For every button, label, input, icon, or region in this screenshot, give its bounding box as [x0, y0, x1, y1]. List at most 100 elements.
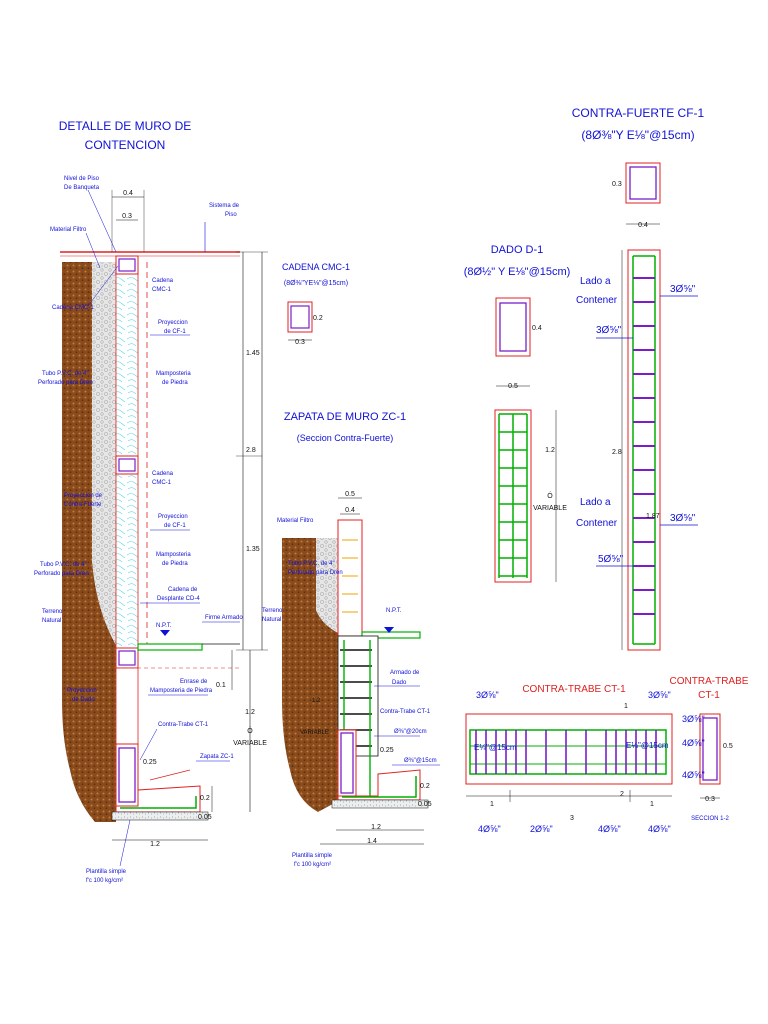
dado-dim-o: Ó — [547, 491, 553, 500]
cf-bar-3a: 3Ø⅝" — [670, 284, 696, 295]
lbl-cad-desp-2: Desplante CD-4 — [157, 596, 200, 602]
zapata-lbl-armado-1: Armado de — [390, 670, 420, 676]
ct-dim-1: 1 — [490, 801, 494, 808]
ct-b1: 4Ø⅝" — [478, 824, 501, 834]
zapata-lbl-tubo-1: Tubo P.V.C. de 4" — [288, 561, 335, 567]
zapata-lbl-tubo-2: Perforado para Dren — [288, 570, 343, 576]
cf-dim-0-4: 0.4 — [638, 222, 648, 229]
cf-contener-2: Contener — [576, 518, 618, 529]
dado-title: DADO D-1 — [491, 244, 544, 256]
cmc-title: CADENA CMC-1 — [282, 262, 350, 272]
cadena-cmc-section: CADENA CMC-1 (8Ø⅜"YE⅛"@15cm) 0.3 0.2 — [282, 262, 350, 346]
zapata-lbl-terreno-1: Terreno — [262, 608, 283, 614]
lbl-enrase-2: Mamposteria de Piedra — [150, 688, 213, 694]
dado-dim-0-4: 0.4 — [532, 325, 542, 332]
zapata-lbl-d12: 1.2 — [312, 698, 321, 704]
muro-title-line1: DETALLE DE MURO DE — [59, 119, 191, 133]
cf-bar-5: 5Ø⅝" — [598, 554, 624, 565]
dim-0-4: 0.4 — [123, 190, 133, 197]
lbl-tubo-2a: Tubo P.V.C. de 4" — [40, 562, 87, 568]
lbl-firme: Firme Armado — [205, 615, 243, 621]
lbl-cadena-cmc-left: Cadena CMC-1 — [52, 305, 94, 311]
lbl-proy-dado-1: Proyeccion — [67, 688, 97, 694]
dim-o: Ó — [247, 726, 253, 735]
zapata-subtitle: (Seccion Contra-Fuerte) — [297, 433, 394, 443]
lbl-proy-1: Proyeccion — [158, 320, 188, 326]
lbl-tubo-2b: Perforado para Dren — [34, 571, 89, 577]
sec-dim-0-3: 0.3 — [705, 796, 715, 803]
cf-dim-2-8: 2.8 — [612, 449, 622, 456]
dim-2-8: 2.8 — [246, 447, 256, 454]
zapata-lbl-estribo-20: Ø⅜"@20cm — [394, 729, 427, 735]
dim-variable: VARIABLE — [233, 740, 267, 747]
dim-0-1: 0.1 — [216, 682, 226, 689]
zapata-lbl-material-filtro: Material Filtro — [277, 518, 314, 524]
lbl-mamp-2: Mamposteria — [156, 552, 191, 558]
lbl-cadena-1: Cadena — [152, 278, 174, 284]
cf-subtitle: (8Ø⅜"Y E⅛"@15cm) — [581, 128, 694, 142]
lbl-tubo-1a: Tubo P.V.C. de 4" — [42, 371, 89, 377]
lbl-cmc-2: CMC-1 — [152, 480, 172, 486]
dado-subtitle: (8Ø½" Y E⅛"@15cm) — [464, 266, 571, 278]
lbl-proy-2: Proyeccion — [158, 514, 188, 520]
seccion-label: SECCION 1-2 — [691, 816, 729, 822]
lbl-cf-1: de CF-1 — [164, 329, 186, 335]
dim-0-3: 0.3 — [122, 213, 132, 220]
lbl-nivel-piso-1: Nivel de Piso — [64, 176, 100, 182]
zapata-dim-0-05: 0.05 — [418, 801, 432, 808]
lbl-proy-dado-2: de Dado — [72, 697, 95, 703]
lbl-nivel-piso-2: De Banqueta — [64, 185, 100, 191]
cf-dim-1-87: 1.87 — [646, 513, 660, 520]
cf-bar-3c: 3Ø⅝" — [670, 513, 696, 524]
zapata-lbl-variable: VARIABLE — [300, 730, 329, 736]
zapata-dim-0-4: 0.4 — [345, 507, 355, 514]
stone-masonry-wall — [116, 258, 138, 648]
sec-r2: 4Ø⅝" — [682, 738, 705, 748]
cf-lado-a-2: Lado a — [580, 497, 611, 508]
npt-marker-icon — [160, 630, 170, 636]
sec-r3: 4Ø⅝" — [682, 770, 705, 780]
cadena-cmc-top — [115, 255, 139, 275]
lbl-enrase-1: Enrase de — [180, 679, 208, 685]
zapata-lbl-plantilla-1: Plantilla simple — [292, 853, 333, 859]
dado-dim-1-2: 1.2 — [545, 447, 555, 454]
contra-trabe-cross-section: CONTRA-TRABE CT-1 3Ø⅝" 4Ø⅝" 4Ø⅝" 0.5 0.3… — [670, 676, 749, 822]
muro-title-line2: CONTENCION — [85, 138, 166, 152]
ct-title: CONTRA-TRABE CT-1 — [522, 684, 626, 695]
lbl-proy-cf-left-2: Contra-Fuerte — [64, 502, 102, 508]
zapata-lbl-terreno-2: Natural — [262, 617, 281, 623]
cmc-subtitle: (8Ø⅜"YE⅛"@15cm) — [284, 280, 348, 287]
zapata-lbl-ct1: Contra-Trabe CT-1 — [380, 709, 431, 715]
cf-contener-1: Contener — [576, 295, 618, 306]
zapata-lbl-plantilla-2: f'c 100 kg/cm² — [294, 862, 331, 868]
zapata-dim-1-4: 1.4 — [367, 838, 377, 845]
lbl-cf-2: de CF-1 — [164, 523, 186, 529]
dim-1-35: 1.35 — [246, 546, 260, 553]
zapata-lbl-estribo-15: Ø⅜"@15cm — [404, 758, 437, 764]
cf-lado-a-1: Lado a — [580, 276, 611, 287]
lbl-cad-desp-1: Cadena de — [168, 587, 198, 593]
cf-dim-0-3: 0.3 — [612, 181, 622, 188]
ct-b2: 2Ø⅝" — [530, 824, 553, 834]
zapata-section: ZAPATA DE MURO ZC-1 (Seccion Contra-Fuer… — [262, 411, 440, 868]
lbl-plantilla-1: Plantilla simple — [86, 869, 127, 875]
lbl-cmc-1: CMC-1 — [152, 287, 172, 293]
zapata-lbl-armado-2: Dado — [392, 680, 407, 686]
lbl-piedra-1: de Piedra — [162, 380, 188, 386]
dado-section: DADO D-1 (8Ø½" Y E⅛"@15cm) 0.4 0.5 1.2 Ó… — [464, 244, 571, 583]
zapata-title: ZAPATA DE MURO ZC-1 — [284, 411, 406, 423]
lbl-proy-cf-left-1: Proyeccion de — [64, 493, 103, 499]
cf-title: CONTRA-FUERTE CF-1 — [572, 106, 705, 120]
ct-b3: 4Ø⅝" — [598, 824, 621, 834]
soil-backfill — [62, 262, 116, 822]
dado-dim-0-5: 0.5 — [508, 383, 518, 390]
ct-e-right: E⅛"@15cm — [626, 741, 669, 750]
ct-sec-2: 2 — [620, 791, 624, 798]
contra-trabe-section: CONTRA-TRABE CT-1 1 3 1 1 2 — [465, 684, 673, 834]
zapata-dim-1-2: 1.2 — [371, 824, 381, 831]
contra-fuerte-section: CONTRA-FUERTE CF-1 (8Ø⅜"Y E⅛"@15cm) 0.3 … — [572, 106, 705, 651]
lbl-terreno-1: Terreno — [42, 609, 63, 615]
dado-dim-variable: VARIABLE — [533, 505, 567, 512]
lbl-sistema-piso-2: Piso — [225, 212, 237, 218]
